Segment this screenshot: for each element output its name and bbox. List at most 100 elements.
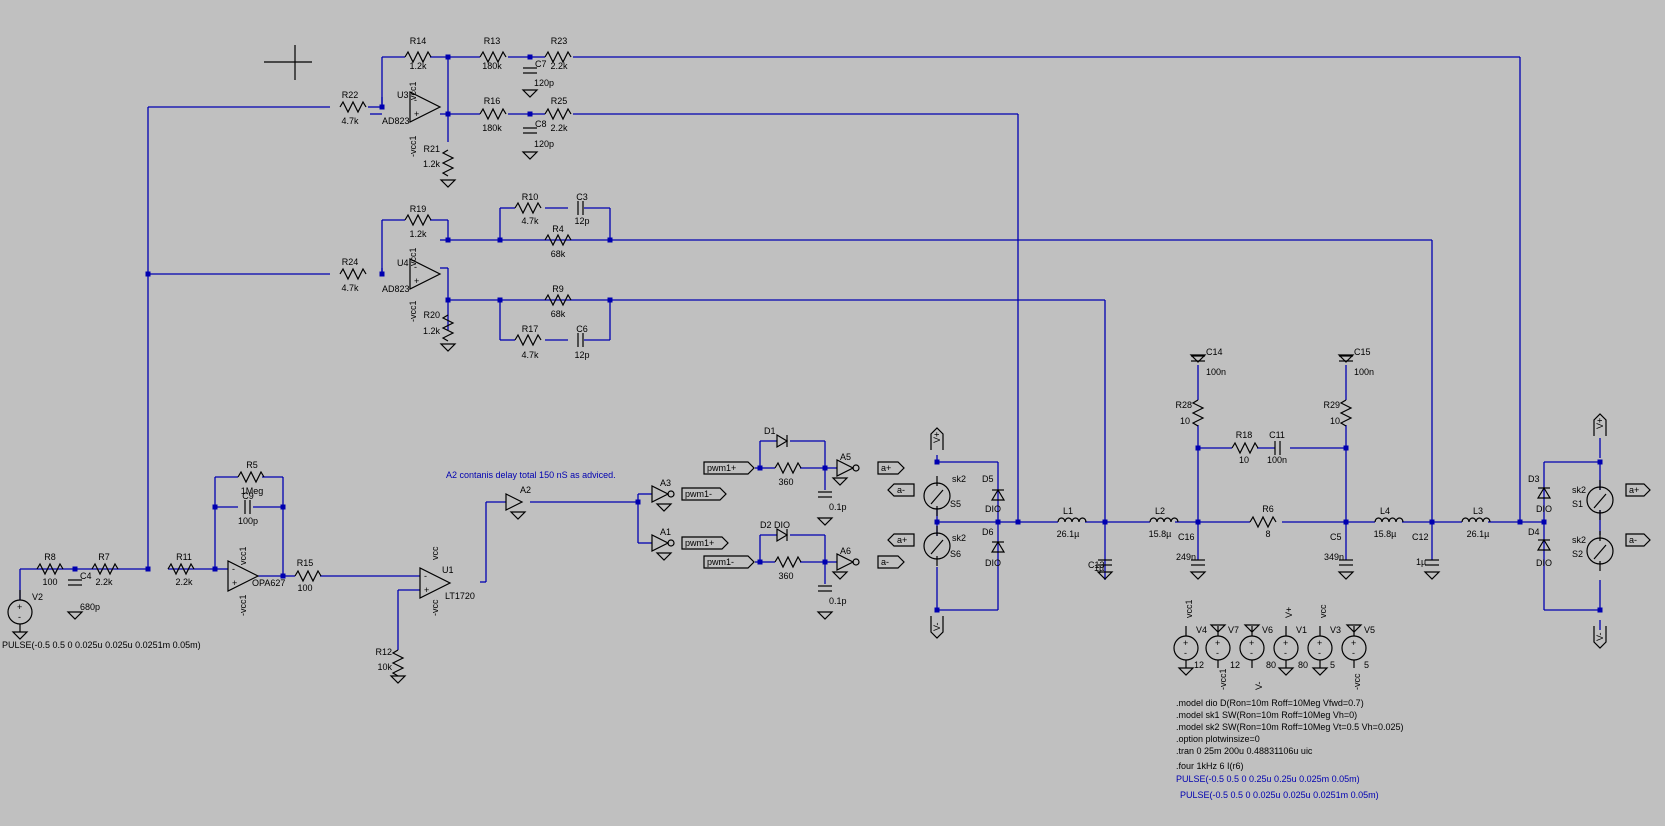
capacitor-ca5[interactable]: 0.1p: [818, 491, 847, 512]
resistor-rd1[interactable]: 360: [774, 461, 802, 487]
net-flag-pwm1p_in[interactable]: pwm1+: [703, 461, 755, 475]
resistor-rd2[interactable]: 360: [774, 555, 802, 581]
label: -: [414, 262, 417, 272]
junction-dot: [822, 465, 828, 471]
voltage-source-v2[interactable]: +-V2: [7, 590, 43, 632]
label: 4.7k: [521, 350, 539, 360]
resistor-r6[interactable]: R68: [1249, 504, 1277, 539]
ground-icon: [1345, 624, 1363, 633]
net-flag-am_s2[interactable]: a-: [1625, 533, 1651, 547]
net-flag-vp_right[interactable]: V+: [1593, 413, 1607, 436]
logic-gate-a2[interactable]: A2: [505, 485, 531, 511]
logic-gate-a1[interactable]: A1: [651, 527, 675, 552]
label: R6: [1262, 504, 1274, 514]
label: -vcc1: [238, 594, 248, 616]
net-flag-ap_a5[interactable]: a+: [877, 461, 905, 475]
label: vcc: [1318, 604, 1328, 618]
voltage-source-v5[interactable]: +-V55-vcc: [1341, 625, 1375, 690]
net-flag-pwm1p_a1[interactable]: pwm1+: [681, 536, 729, 550]
net-flag-vm_bot[interactable]: V-: [930, 616, 944, 639]
capacitor-ca6[interactable]: 0.1p: [818, 585, 847, 606]
net-flag-am_a6[interactable]: a-: [877, 555, 905, 569]
net-flag-ap_s6[interactable]: a+: [887, 533, 915, 547]
net-flag-vp_top[interactable]: V+: [930, 427, 944, 450]
diode-d1[interactable]: D1DIO: [0, 0, 789, 449]
label: 80: [1266, 660, 1276, 670]
logic-gate-a3[interactable]: A3: [651, 478, 675, 503]
net-flag-pwm1m_in[interactable]: pwm1-: [703, 555, 755, 569]
net-flag-pwm1m_a3[interactable]: pwm1-: [681, 487, 727, 501]
resistor-r7[interactable]: R72.2k: [91, 552, 119, 587]
ground-icon: [66, 611, 84, 620]
net-flag-ap_s1[interactable]: a+: [1625, 483, 1651, 497]
logic-gate-a6[interactable]: A6: [836, 546, 860, 571]
net-flag-vm_right[interactable]: V-: [1593, 626, 1607, 649]
label: 26.1µ: [1467, 529, 1490, 539]
label: a-: [881, 557, 889, 567]
label: +: [424, 585, 429, 595]
logic-gate-a5[interactable]: A5: [836, 452, 860, 477]
label: +: [414, 276, 419, 286]
label: 2.2k: [95, 577, 113, 587]
net-flag-am_s5[interactable]: a-: [887, 483, 915, 497]
